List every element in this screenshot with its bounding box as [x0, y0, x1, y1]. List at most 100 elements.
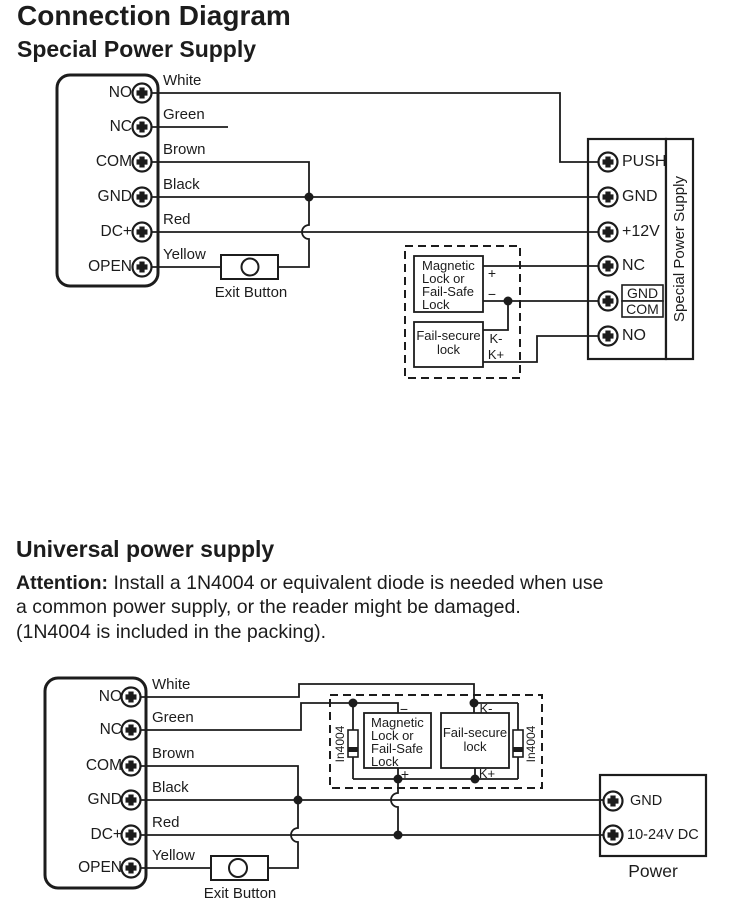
reader1-terminal-nc: NC — [109, 118, 132, 135]
exit-button-circle-1 — [240, 257, 260, 277]
wire2-label-white: White — [152, 676, 191, 693]
polarity-minus-2: − — [399, 701, 409, 717]
polarity-plus-1: + — [487, 265, 497, 281]
psu-side-label: Special Power Supply — [671, 176, 688, 322]
special-psu-side-strip — [664, 137, 695, 361]
psu-terminal-push: PUSH — [622, 153, 667, 170]
junction-dot — [470, 774, 480, 784]
magnetic-lock-line: Magnetic — [422, 258, 475, 273]
power-terminal-gnd: GND — [630, 793, 663, 809]
polarity-minus-1: − — [487, 286, 497, 302]
wire1-label-white: White — [163, 72, 202, 89]
fail-secure-line: Fail-secure — [416, 328, 481, 343]
junction-dot — [293, 795, 303, 805]
magnetic-lock-line: Lock or — [371, 728, 414, 743]
reader-terminal-block-1 — [55, 73, 160, 288]
psu-terminal-gnd: GND — [622, 188, 658, 205]
psu-terminal-12v: +12V — [622, 223, 660, 240]
polarity-plus-2: + — [400, 766, 410, 782]
reader2-terminal-dc: DC+ — [90, 826, 122, 843]
psu-dual-com: COM — [626, 301, 659, 317]
wire1-label-yellow: Yellow — [163, 246, 206, 263]
attention-label: Attention: — [16, 572, 109, 594]
wire-white-1 — [151, 92, 598, 163]
reader1-terminal-no: NO — [108, 84, 132, 101]
section2-heading: Universal power supply — [16, 536, 275, 562]
wire2-label-black: Black — [152, 779, 189, 796]
exit-button-circle-2 — [228, 858, 248, 878]
attention-paragraph: Attention: Install a 1N4004 or equivalen… — [16, 571, 604, 644]
junction-dot — [469, 698, 479, 708]
wire2-label-green: Green — [152, 709, 194, 726]
reader2-terminal-open: OPEN — [78, 859, 122, 876]
fail-secure-lock-box-2 — [440, 712, 510, 769]
attention-line-1: Attention: Install a 1N4004 or equivalen… — [16, 571, 604, 595]
magnetic-lock-line: Magnetic — [371, 715, 424, 730]
lock-group-dashed-box-2 — [329, 694, 543, 789]
attention-text: Install a 1N4004 or equivalent diode is … — [113, 572, 604, 594]
diode-label-right: In4004 — [524, 725, 538, 763]
reader1-terminal-com: COM — [95, 153, 132, 170]
attention-line-2: a common power supply, or the reader mig… — [16, 596, 521, 619]
wire-green-2 — [140, 702, 399, 731]
magnetic-lock-text-2: Magnetic Lock or Fail-Safe Lock — [371, 716, 424, 768]
magnetic-lock-text-1: Magnetic Lock or Fail-Safe Lock — [422, 259, 475, 311]
diode-band-left — [348, 747, 358, 752]
reader1-terminal-dc: DC+ — [100, 223, 132, 240]
magnetic-lock-line: Fail-Safe — [371, 741, 424, 756]
magnetic-lock-box-2 — [363, 712, 432, 769]
wire2-label-yellow: Yellow — [152, 847, 195, 864]
magnetic-lock-line: Lock — [422, 297, 450, 312]
diagram2-wiring — [140, 683, 603, 869]
wire-kplus-1 — [483, 335, 598, 363]
junction-dot — [393, 830, 403, 840]
diagram1-wiring — [151, 92, 598, 363]
polarity-kminus-2: K- — [479, 701, 493, 716]
section1-heading: Special Power Supply — [17, 36, 257, 62]
power-box — [598, 773, 708, 858]
reader-terminal-block-2 — [43, 676, 148, 890]
fail-secure-line: lock — [463, 738, 487, 754]
wire2-label-red: Red — [152, 814, 180, 831]
fail-secure-text-1: Fail-secure lock — [414, 329, 483, 356]
psu-dual-gnd: GND — [626, 285, 659, 301]
psu-terminal-nc: NC — [622, 257, 646, 274]
wire1-label-black: Black — [163, 176, 200, 193]
reader2-terminal-no: NO — [98, 688, 122, 705]
diode-label-left: In4004 — [333, 725, 347, 763]
junction-dot — [393, 774, 403, 784]
reader2-terminal-nc: NC — [99, 721, 122, 738]
reader2-terminal-com: COM — [85, 757, 122, 774]
lock-group-dashed-box-1 — [404, 245, 521, 379]
diode-symbols — [347, 729, 524, 758]
fail-secure-line: lock — [436, 341, 461, 357]
magnetic-lock-box-1 — [413, 255, 484, 313]
polarity-kplus-1: K+ — [487, 347, 505, 362]
diode-body-right — [512, 729, 524, 758]
wire1-label-green: Green — [163, 106, 205, 123]
attention-line-3: (1N4004 is included in the packing). — [16, 620, 327, 643]
power-terminal-dc: 10-24V DC — [627, 827, 699, 843]
special-psu-box — [586, 137, 668, 361]
page-title: Connection Diagram — [17, 0, 291, 31]
wire1-label-red: Red — [163, 211, 191, 228]
wire1-label-brown: Brown — [163, 141, 206, 158]
polarity-kminus-1: K- — [489, 331, 503, 346]
diode-body-left — [347, 729, 359, 758]
power-caption: Power — [628, 861, 678, 881]
wire2-label-brown: Brown — [152, 745, 195, 762]
magnetic-lock-line: Fail-Safe — [422, 284, 475, 299]
junction-dots — [293, 192, 513, 840]
fail-secure-line: Fail-secure — [442, 725, 508, 740]
reader1-terminal-gnd: GND — [97, 188, 132, 205]
fail-secure-lock-box-1 — [413, 321, 484, 368]
reader1-terminal-open: OPEN — [88, 258, 132, 275]
psu-terminal-no: NO — [622, 327, 646, 344]
fail-secure-text-2: Fail-secure lock — [441, 726, 509, 753]
wire-kminus-branch-1 — [483, 301, 509, 331]
junction-dot — [503, 296, 513, 306]
rail-to-red-link — [390, 779, 399, 835]
exit-button-caption-2: Exit Button — [203, 885, 277, 901]
